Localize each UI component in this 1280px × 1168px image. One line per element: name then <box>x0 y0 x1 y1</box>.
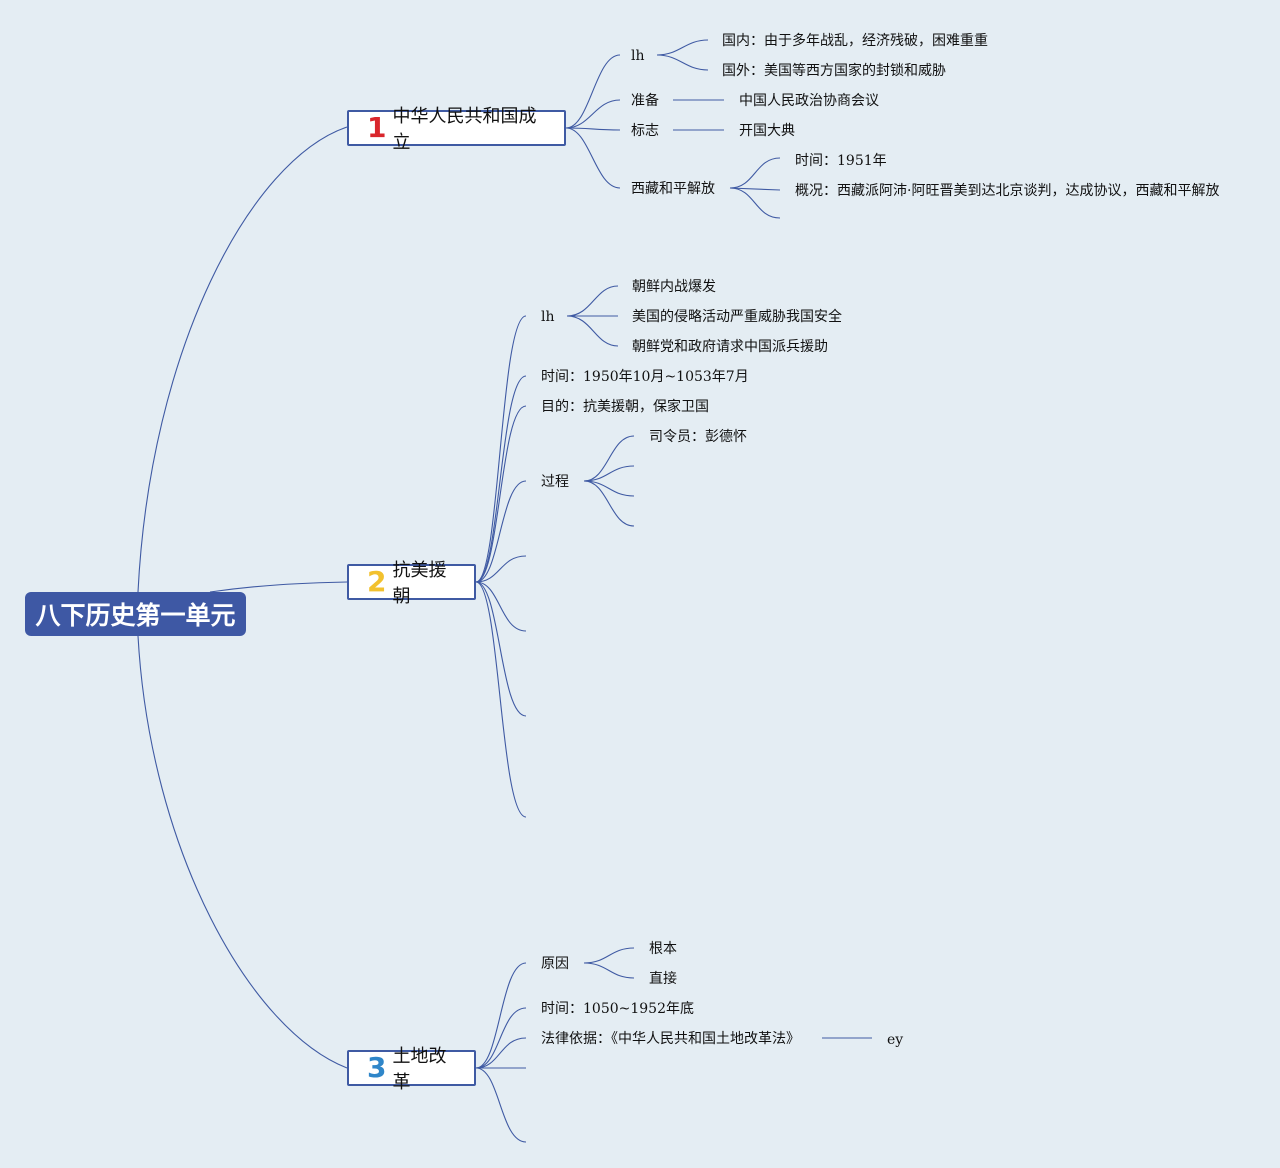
node-root-cause[interactable]: 根本 <box>649 941 677 957</box>
node-founding-ceremony[interactable]: 开国大典 <box>739 123 795 139</box>
node-legal-note[interactable]: ey <box>887 1032 904 1048</box>
topic-land-reform[interactable]: 3 土地改革 <box>347 1046 476 1093</box>
node-lh-1[interactable]: lh <box>631 48 645 64</box>
node-war-time[interactable]: 时间：1950年10月~1053年7月 <box>541 369 749 385</box>
node-cppcc[interactable]: 中国人民政治协商会议 <box>739 93 879 109</box>
node-tibet-summary[interactable]: 概况：西藏派阿沛·阿旺晋美到达北京谈判，达成协议，西藏和平解放 <box>795 183 1220 199</box>
topic-number-2: 2 <box>367 565 387 598</box>
node-commander[interactable]: 司令员：彭德怀 <box>649 429 747 445</box>
node-preparation[interactable]: 准备 <box>631 93 659 109</box>
root-topic[interactable]: 八下历史第一单元 <box>25 592 246 636</box>
topic-founding-of-prc[interactable]: 1 中华人民共和国成立 <box>347 106 566 153</box>
topic-label: 中华人民共和国成立 <box>392 106 537 153</box>
topic-label: 抗美援朝 <box>392 560 447 607</box>
node-lh-2[interactable]: lh <box>541 309 555 325</box>
topic-number-1: 1 <box>367 111 387 144</box>
node-foreign[interactable]: 国外：美国等西方国家的封锁和威胁 <box>722 63 946 79</box>
topic-number-3: 3 <box>367 1051 387 1084</box>
topic-label: 土地改革 <box>392 1046 447 1093</box>
node-reform-time[interactable]: 时间：1050~1952年底 <box>541 1001 694 1017</box>
node-tibet-time[interactable]: 时间：1951年 <box>795 153 887 169</box>
node-korea-request[interactable]: 朝鲜党和政府请求中国派兵援助 <box>632 339 828 355</box>
node-tibet-liberation[interactable]: 西藏和平解放 <box>631 181 715 197</box>
topic-resist-us-aid-korea[interactable]: 2 抗美援朝 <box>347 560 476 607</box>
node-domestic[interactable]: 国内：由于多年战乱，经济残破，困难重重 <box>722 33 988 49</box>
node-war-goal[interactable]: 目的：抗美援朝，保家卫国 <box>541 399 709 415</box>
node-legal-basis[interactable]: 法律依据：《中华人民共和国土地改革法》 <box>541 1031 800 1047</box>
node-sign[interactable]: 标志 <box>631 123 659 139</box>
node-cause[interactable]: 原因 <box>541 956 569 972</box>
node-direct-cause[interactable]: 直接 <box>649 971 677 987</box>
node-us-threat[interactable]: 美国的侵略活动严重威胁我国安全 <box>632 309 842 325</box>
node-process[interactable]: 过程 <box>541 474 569 490</box>
node-korean-civil-war[interactable]: 朝鲜内战爆发 <box>632 279 716 295</box>
